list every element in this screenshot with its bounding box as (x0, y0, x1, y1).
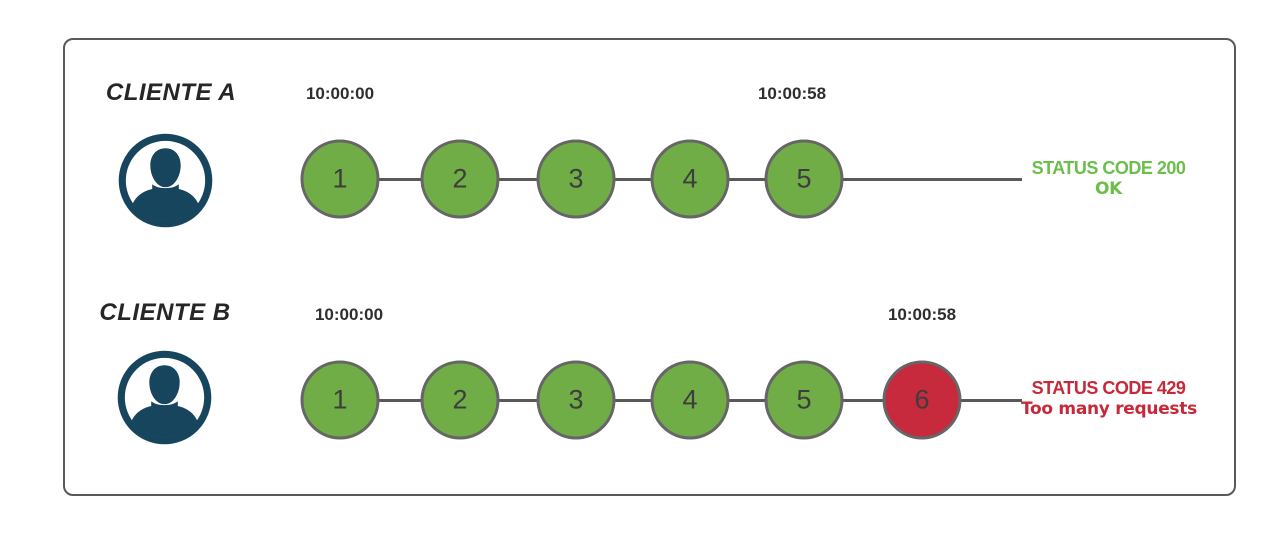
user-avatar-icon (117, 350, 212, 445)
request-circle: 4 (650, 360, 730, 440)
client-a-label: CLIENTE A (105, 79, 237, 106)
status-message-error: STATUS CODE 429 Too many requests (1021, 378, 1197, 420)
request-number: 4 (682, 163, 698, 194)
status-message-ok: STATUS CODE 200 OK (1021, 158, 1196, 200)
request-circle-blocked: 6 (882, 360, 962, 440)
request-circle: 5 (764, 139, 844, 219)
request-number: 3 (568, 163, 584, 194)
request-circle: 5 (764, 360, 844, 440)
request-number: 5 (796, 163, 812, 194)
diagram-frame (63, 38, 1236, 496)
request-number: 4 (682, 384, 698, 415)
timestamp-end: 10:00:58 (887, 305, 957, 324)
request-circle: 3 (536, 360, 616, 440)
request-circle: 1 (300, 360, 380, 440)
status-code-line: STATUS CODE 200 (1031, 158, 1186, 178)
request-circle: 2 (420, 139, 500, 219)
request-number: 1 (332, 163, 348, 194)
request-number: 6 (914, 384, 930, 415)
request-number: 5 (796, 384, 812, 415)
status-description-line: Too many requests (1021, 399, 1197, 419)
status-code-line: STATUS CODE 429 (1031, 378, 1186, 398)
request-circle: 1 (300, 139, 380, 219)
request-circle: 4 (650, 139, 730, 219)
client-b-label: CLIENTE B (99, 299, 231, 326)
request-number: 1 (332, 384, 348, 415)
request-number: 2 (452, 163, 468, 194)
timestamp-start: 10:00:00 (305, 84, 375, 103)
user-avatar-icon (118, 133, 213, 228)
request-number: 2 (452, 384, 468, 415)
request-number: 3 (568, 384, 584, 415)
timestamp-start: 10:00:00 (314, 305, 384, 324)
request-circle: 3 (536, 139, 616, 219)
request-circle: 2 (420, 360, 500, 440)
timestamp-end: 10:00:58 (757, 84, 827, 103)
status-description-line: OK (1094, 179, 1123, 199)
